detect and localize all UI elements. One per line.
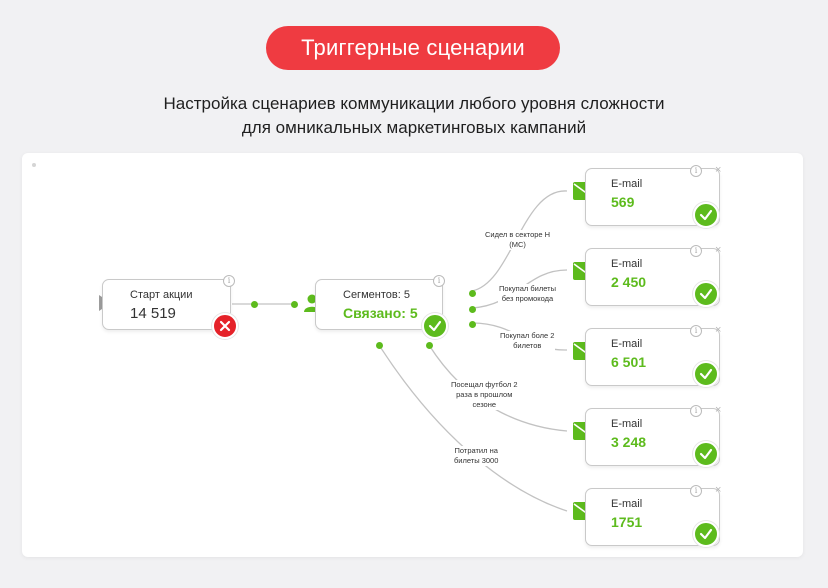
email-node-title: E-mail [611, 498, 643, 510]
edge-email-5 [378, 344, 568, 512]
output-dot [469, 306, 476, 313]
check-icon [693, 361, 719, 387]
email-node-title: E-mail [611, 338, 643, 350]
segment-node-value: Связано: 5 [343, 305, 418, 321]
close-icon[interactable]: × [715, 164, 722, 176]
email-node-title: E-mail [611, 418, 643, 430]
edge-label-2: Покупал билеты без промокода [498, 284, 557, 304]
email-node-value: 569 [611, 194, 635, 210]
start-node[interactable]: Старт акции 14 519 [102, 279, 231, 330]
email-node-4[interactable]: E-mail 3 248 [585, 408, 720, 466]
connector-dot [251, 301, 258, 308]
subtitle-line-2: для омникальных маркетинговых кампаний [241, 118, 587, 137]
check-icon [422, 313, 448, 339]
output-dot [469, 321, 476, 328]
check-icon [693, 521, 719, 547]
edge-label-4: Посещал футбол 2 раза в прошлом сезоне [450, 380, 519, 410]
segment-node-title: Сегментов: 5 [343, 289, 410, 301]
edge-label-1: Сидел в секторе Н (МС) [484, 230, 552, 250]
edge-email-4 [428, 344, 568, 432]
close-icon[interactable]: × [715, 404, 722, 416]
subtitle: Настройка сценариев коммуникации любого … [0, 92, 828, 140]
info-icon[interactable]: i [223, 275, 235, 287]
check-icon [693, 441, 719, 467]
info-icon[interactable]: i [690, 325, 702, 337]
output-dot [469, 290, 476, 297]
email-node-value: 2 450 [611, 274, 647, 290]
edge-label-5: Потратил на билеты 3000 [453, 446, 500, 466]
output-dot [376, 342, 383, 349]
subtitle-line-1: Настройка сценариев коммуникации любого … [163, 94, 665, 113]
title-badge: Триггерные сценарии [266, 26, 560, 70]
info-icon[interactable]: i [690, 485, 702, 497]
canvas-corner-handle [32, 163, 36, 167]
email-node-value: 1751 [611, 514, 643, 530]
start-node-value: 14 519 [130, 305, 176, 322]
scenario-canvas: Старт акции 14 519 i Сегментов: 5 Связан… [22, 153, 803, 557]
error-icon [212, 313, 238, 339]
check-icon [693, 202, 719, 228]
segment-node[interactable]: Сегментов: 5 Связано: 5 [315, 279, 443, 330]
output-dot [426, 342, 433, 349]
edge-label-3: Покупал боле 2 билетов [499, 331, 556, 351]
check-icon [693, 281, 719, 307]
email-node-value: 3 248 [611, 434, 647, 450]
close-icon[interactable]: × [715, 244, 722, 256]
info-icon[interactable]: i [690, 405, 702, 417]
start-node-title: Старт акции [130, 289, 193, 301]
email-node-title: E-mail [611, 258, 643, 270]
info-icon[interactable]: i [690, 245, 702, 257]
email-node-title: E-mail [611, 178, 643, 190]
connector-dot [291, 301, 298, 308]
close-icon[interactable]: × [715, 484, 722, 496]
info-icon[interactable]: i [433, 275, 445, 287]
info-icon[interactable]: i [690, 165, 702, 177]
close-icon[interactable]: × [715, 324, 722, 336]
email-node-value: 6 501 [611, 354, 647, 370]
